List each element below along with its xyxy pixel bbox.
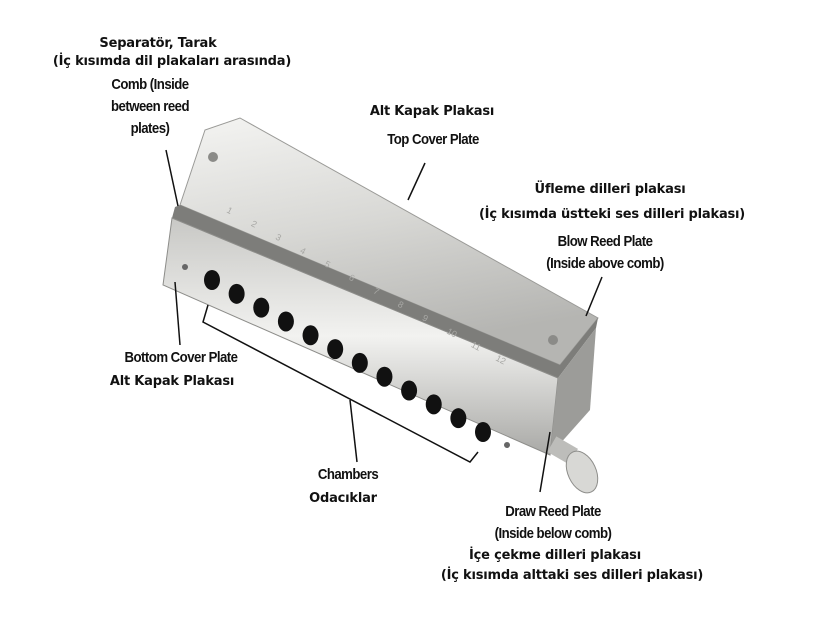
hole-number: 1 xyxy=(225,205,234,216)
chamber-hole xyxy=(277,311,294,332)
chamber-hole xyxy=(327,339,344,360)
bottom-cover-label-tr: Alt Kapak Plakası xyxy=(109,374,235,389)
chamber-hole xyxy=(253,297,270,318)
bottom-cover-label-en: Bottom Cover Plate xyxy=(124,349,239,366)
chamber-hole xyxy=(351,352,368,373)
hole-number: 6 xyxy=(347,272,356,283)
chamber-hole xyxy=(401,380,418,401)
draw-reed-leader-line xyxy=(539,431,551,493)
chamber-hole xyxy=(450,408,467,429)
hole-number: 8 xyxy=(396,299,405,310)
hole-number: 3 xyxy=(274,232,283,243)
hole-number: 9 xyxy=(421,313,430,324)
chamber-hole xyxy=(204,270,220,290)
hole-number: 7 xyxy=(372,286,381,297)
hole-number: 10 xyxy=(445,326,459,340)
chamber-hole xyxy=(425,394,442,415)
chamber-hole xyxy=(228,283,245,304)
chambers-bracket xyxy=(202,304,479,463)
blow-reed-label-en: Blow Reed Plate (Inside above comb) xyxy=(546,231,664,275)
blow-reed-label-en-line-2: (Inside above comb) xyxy=(546,255,664,272)
hole-number: 4 xyxy=(298,245,307,256)
chambers-label-en: Chambers xyxy=(317,466,379,483)
comb-label-en-line-1: Comb (Inside xyxy=(111,76,189,93)
top-cover-leader-line xyxy=(407,162,426,201)
leader-lines xyxy=(165,149,603,493)
chamber-holes xyxy=(204,270,491,442)
draw-reed-label-en-line-1: Draw Reed Plate xyxy=(505,503,601,520)
bottom-cover-leader-line xyxy=(174,281,181,346)
hole-number: 12 xyxy=(494,353,508,367)
chamber-hole xyxy=(475,422,491,442)
comb-label-tr-subtitle: (İç kısımda dil plakaları arasında) xyxy=(52,54,292,69)
comb-label-en-line-2: between reed xyxy=(110,98,190,115)
comb-label-en-line-3: plates) xyxy=(130,120,170,137)
hole-number: 2 xyxy=(250,218,259,229)
draw-reed-label-en: Draw Reed Plate (Inside below comb) xyxy=(495,501,612,545)
blow-reed-label-tr-subtitle: (İç kısımda üstteki ses dilleri plakası) xyxy=(478,207,746,222)
draw-reed-label-tr-title: İçe çekme dilleri plakası xyxy=(469,548,641,563)
chamber-hole xyxy=(376,366,393,387)
draw-reed-label-en-line-2: (Inside below comb) xyxy=(494,525,612,542)
top-cover-label-en: Top Cover Plate xyxy=(387,131,479,148)
chambers-leader-line xyxy=(349,399,358,463)
chambers-label-tr: Odacıklar xyxy=(309,491,377,506)
hole-number: 11 xyxy=(470,339,483,352)
hole-number: 5 xyxy=(323,259,332,270)
comb-label-en: Comb (Inside between reed plates) xyxy=(110,74,190,140)
chamber-hole xyxy=(302,325,319,346)
blow-reed-label-tr-title: Üfleme dilleri plakası xyxy=(534,182,686,197)
comb-leader-line xyxy=(165,149,179,207)
comb-front-face xyxy=(162,217,596,456)
comb-label-tr-title: Separatör, Tarak xyxy=(99,36,217,51)
blow-reed-label-en-line-1: Blow Reed Plate xyxy=(557,233,653,250)
top-cover-label-tr: Alt Kapak Plakası xyxy=(369,104,495,119)
slide-button xyxy=(547,436,599,494)
reed-plates-edge xyxy=(172,205,598,378)
draw-reed-label-tr-subtitle: (İç kısımda alttaki ses dilleri plakası) xyxy=(440,568,704,583)
blow-reed-leader-line xyxy=(585,276,603,317)
